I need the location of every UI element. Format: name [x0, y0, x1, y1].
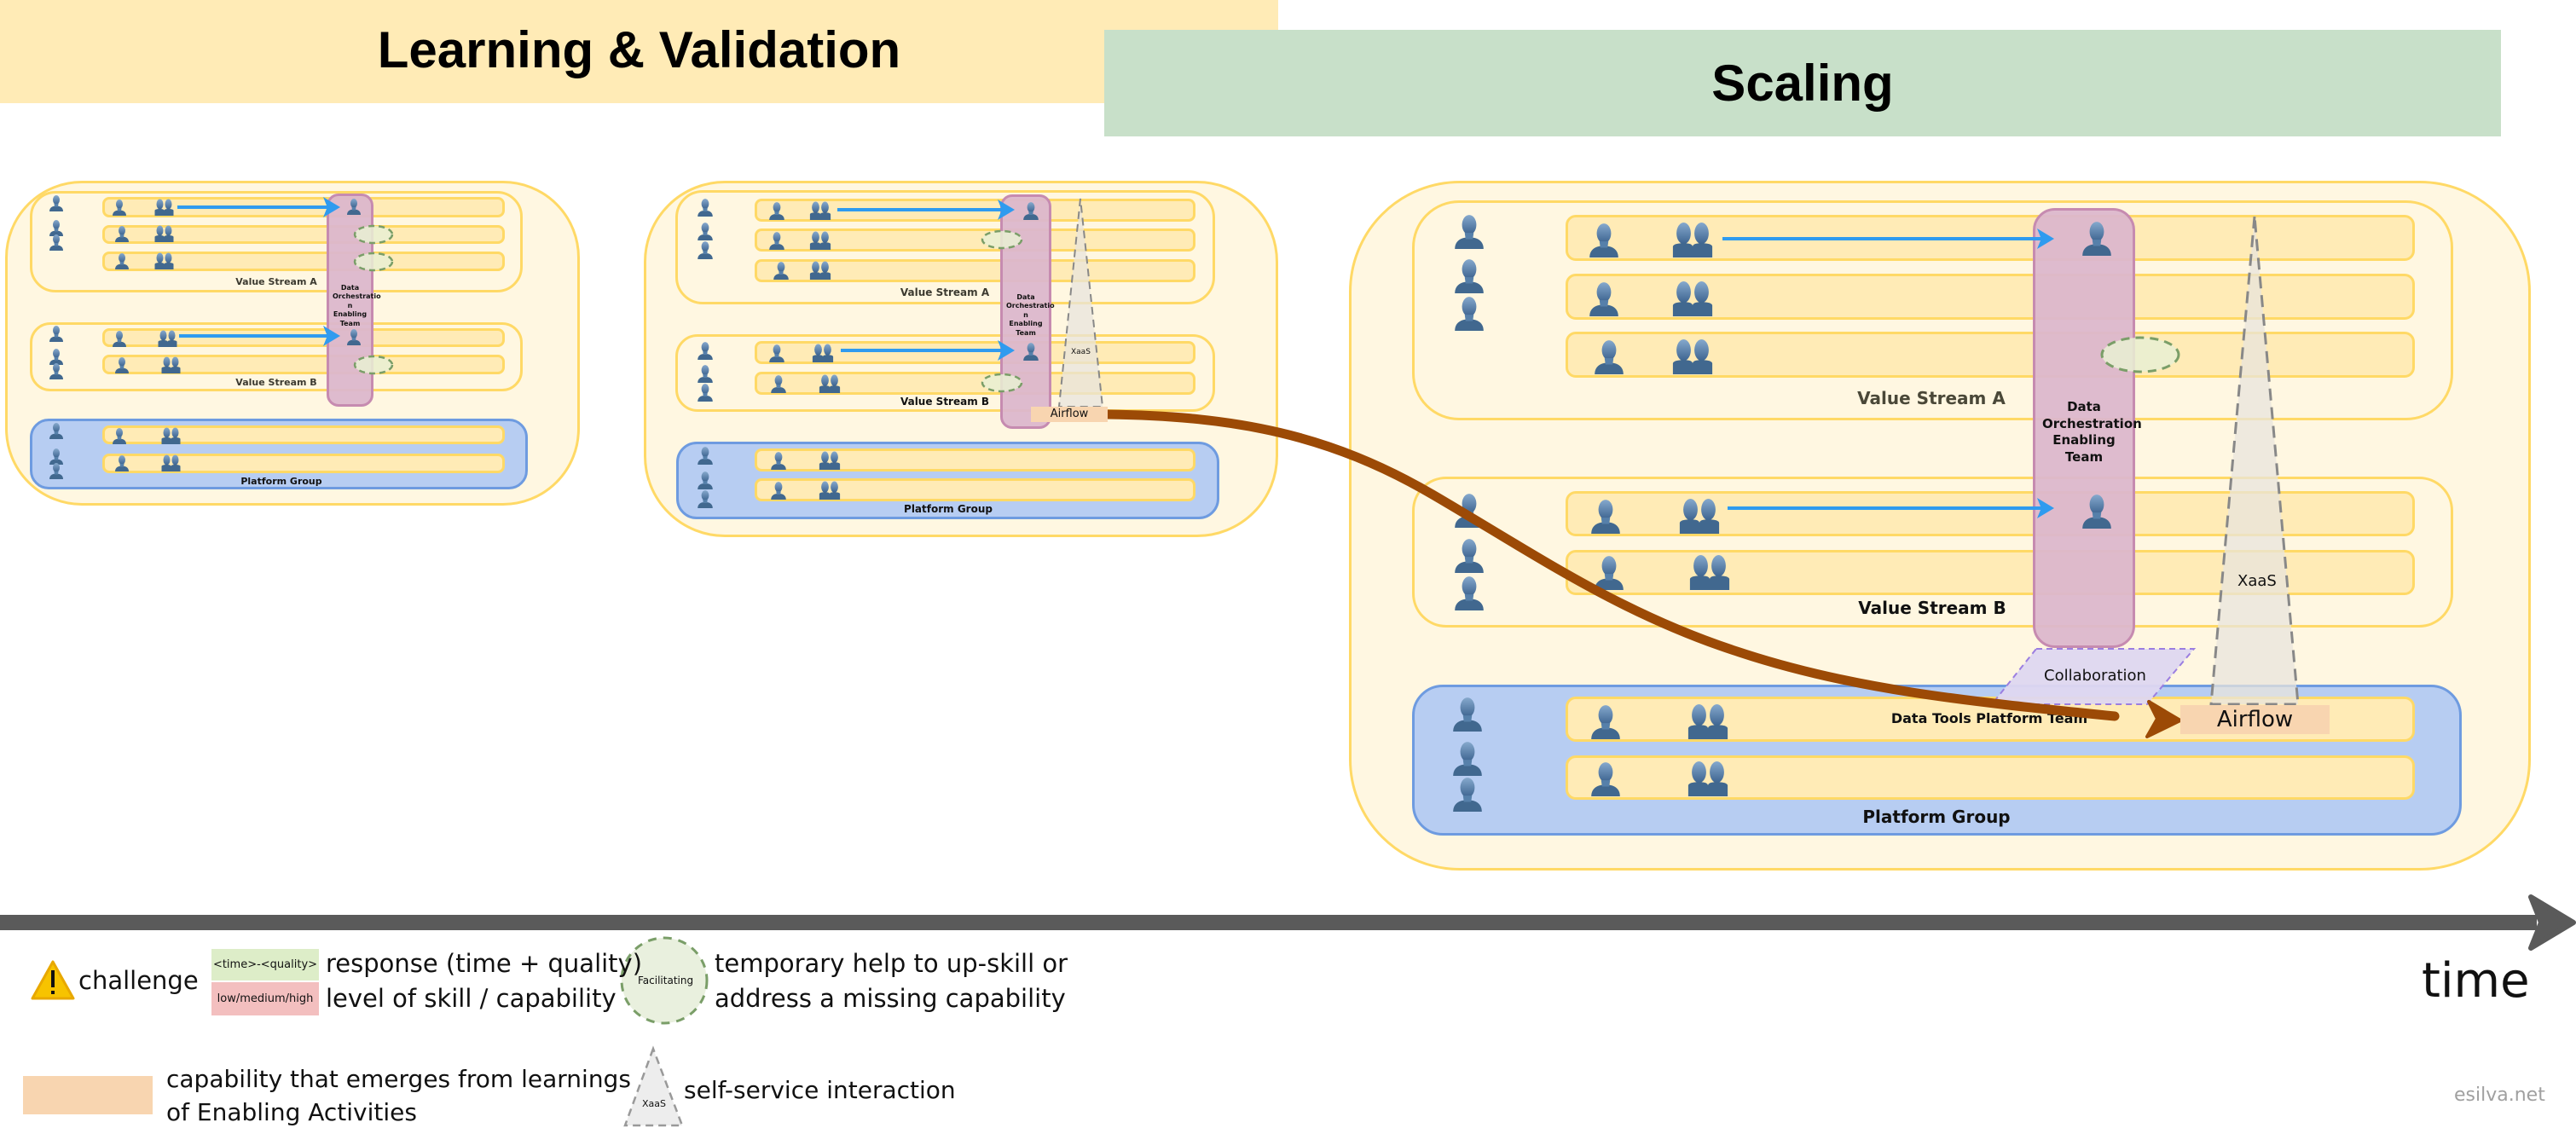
stage-1-vsa-row-1	[102, 197, 505, 217]
legend-facilitating-text-1: temporary help to up-skill or	[715, 949, 1068, 978]
stage-3-pg-label: Platform Group	[1862, 807, 2011, 827]
stage-2-pg-row-2	[755, 478, 1195, 501]
stage-2-airflow-capability: Airflow	[1031, 407, 1108, 422]
stage-2-vsb-label: Value Stream B	[900, 396, 990, 408]
stage-3-vsa-label: Value Stream A	[1857, 388, 2006, 408]
stage-2-enabling-team: Data Orchestratio n Enabling Team	[1000, 194, 1055, 429]
scaling-band: Scaling	[1104, 30, 2501, 136]
stage-1-vsa-row-3	[102, 252, 505, 271]
stage-3-vsb-row-1	[1566, 491, 2415, 536]
credit-text: esilva.net	[2454, 1085, 2545, 1106]
legend-capability-text-1: capability that emerges from learnings	[166, 1065, 631, 1093]
legend-response-box: <time>-<quality>	[211, 949, 319, 980]
learning-validation-title: Learning & Validation	[377, 21, 901, 78]
legend-skill-text: level of skill / capability	[326, 984, 617, 1013]
stage-2-pg-label: Platform Group	[904, 503, 993, 515]
legend-capability-swatch	[23, 1076, 153, 1114]
legend-challenge-label: challenge	[78, 966, 199, 995]
stage-1-vsb-label: Value Stream B	[235, 377, 317, 388]
learning-validation-band: Learning & Validation	[0, 0, 1278, 103]
stage-3-vsa-row-2	[1566, 274, 2415, 320]
stage-1-vsb-row-2	[102, 355, 505, 374]
stage-3-enabling-team-label: Data Orchestration Enabling Team	[2042, 399, 2142, 465]
legend-xaas-label: XaaS	[642, 1098, 666, 1109]
legend-skill-box: low/medium/high	[211, 982, 319, 1015]
legend-response-text: response (time + quality)	[326, 949, 643, 978]
stage-3-xaas-label: XaaS	[2237, 572, 2277, 590]
stage-2-enabling-team-label: Data Orchestratio n Enabling Team	[1006, 293, 1055, 337]
stage-1-enabling-team-label: Data Orchestratio n Enabling Team	[333, 284, 381, 327]
stage-2-pg-row-1	[755, 448, 1195, 471]
stage-2-vsa-row-1	[755, 199, 1195, 222]
stage-1-vsb-row-1	[102, 328, 505, 347]
stage-1-pg-label: Platform Group	[240, 476, 322, 487]
stage-2-vsa-row-3	[755, 259, 1195, 282]
stage-1-pg-row-2	[102, 454, 505, 473]
stage-2-vsa-label: Value Stream A	[900, 286, 990, 298]
legend-facilitating-label: Facilitating	[638, 975, 694, 986]
stage-2-vsb-row-1	[755, 341, 1195, 364]
legend-xaas-text: self-service interaction	[684, 1076, 956, 1104]
timeline-label: time	[2422, 953, 2530, 1009]
legend-facilitating-text-2: address a missing capability	[715, 984, 1066, 1013]
stage-3-vsb-row-2	[1566, 550, 2415, 595]
stage-2-vsb-row-2	[755, 372, 1195, 395]
legend-capability-text-2: of Enabling Activities	[166, 1098, 417, 1126]
stage-3-collaboration-label: Collaboration	[2044, 667, 2146, 685]
stage-3-vsb-label: Value Stream B	[1858, 598, 2006, 618]
stage-3-vsa-row-1	[1566, 215, 2415, 261]
stage-3-pg-row-2	[1566, 755, 2415, 800]
scaling-title: Scaling	[1711, 55, 1894, 112]
stage-3-platform-team-label: Data Tools Platform Team	[1890, 710, 2088, 726]
stage-3-airflow-capability: Airflow	[2180, 705, 2330, 734]
timeline-bar	[0, 915, 2537, 930]
stage-1-pg-row-1	[102, 425, 505, 444]
timeline-arrowhead	[2528, 894, 2576, 951]
stage-2-xaas-label: XaaS	[1071, 348, 1091, 356]
stage-3-enabling-team: Data Orchestration Enabling Team	[2033, 208, 2142, 648]
stage-1-vsa-row-2	[102, 225, 505, 244]
stage-1-vsa-label: Value Stream A	[235, 276, 317, 287]
challenge-warning-icon	[31, 960, 75, 1000]
stage-2-vsa-row-2	[755, 228, 1195, 252]
stage-3-vsa-row-3	[1566, 332, 2415, 378]
xaas-legend-icon	[623, 1045, 684, 1127]
stage-1-enabling-team: Data Orchestratio n Enabling Team	[327, 194, 381, 407]
